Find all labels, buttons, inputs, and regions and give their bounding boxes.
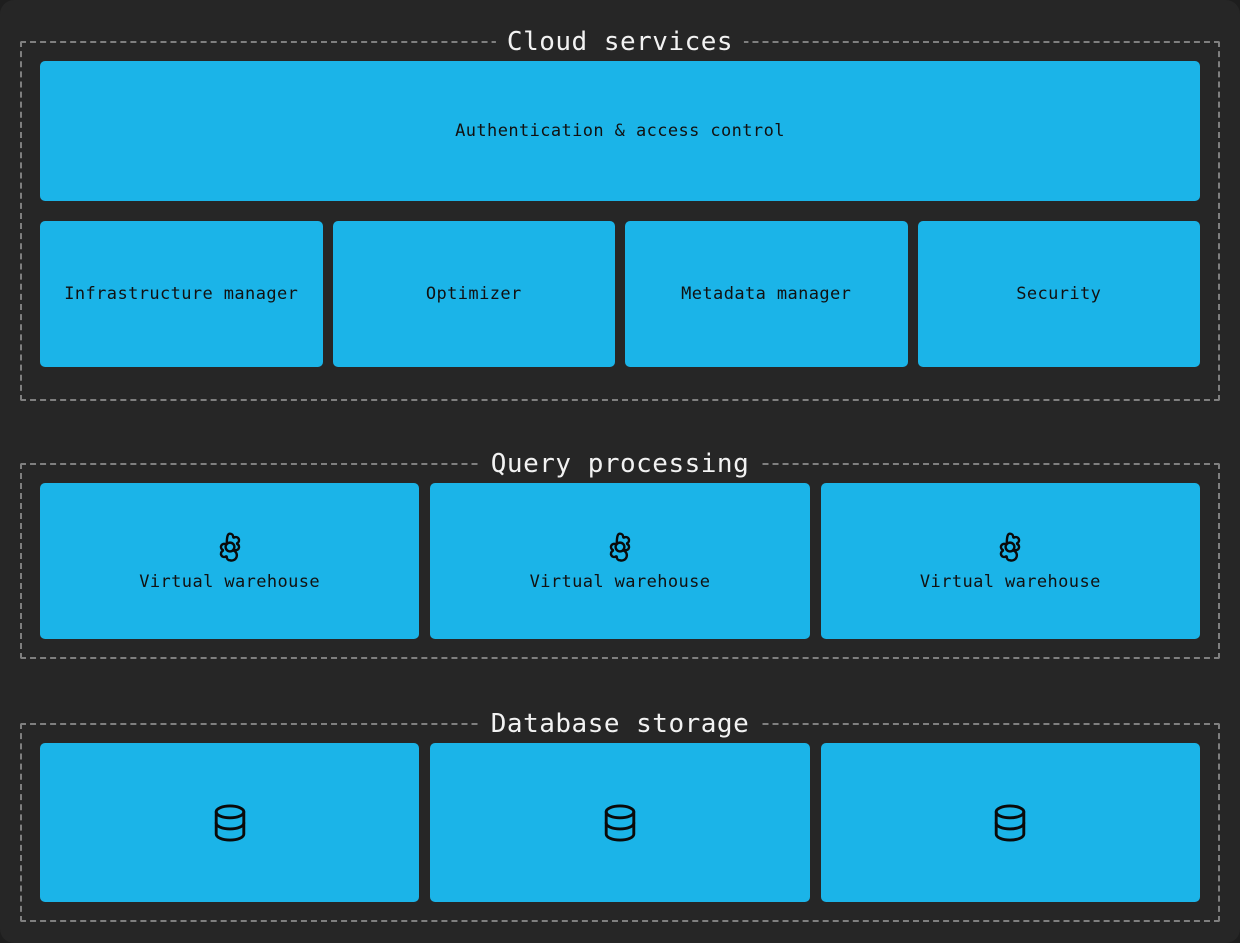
node-label: Virtual warehouse (919, 571, 1101, 592)
section-body-database-storage (22, 725, 1218, 920)
gear-icon (213, 530, 247, 564)
database-icon (987, 800, 1033, 846)
node-label: Virtual warehouse (139, 571, 321, 592)
node-database-storage-1[interactable] (40, 743, 420, 902)
node-virtual-warehouse-3[interactable]: Virtual warehouse (820, 483, 1200, 639)
section-body-cloud-services: Authentication & access control Infrastr… (22, 43, 1218, 399)
cloud-services-bottom-row: Infrastructure manager Optimizer Metadat… (40, 221, 1200, 367)
database-icon (597, 800, 643, 846)
node-database-storage-3[interactable] (820, 743, 1200, 902)
section-title-database-storage: Database storage (479, 709, 761, 739)
section-database-storage: Database storage (20, 709, 1220, 922)
node-security[interactable]: Security (917, 221, 1200, 367)
node-label: Optimizer (425, 284, 522, 304)
node-label: Authentication & access control (455, 121, 785, 141)
section-query-processing: Query processing Virtual warehouse (20, 449, 1220, 659)
database-storage-row (40, 743, 1200, 902)
gear-icon (603, 530, 637, 564)
node-label: Security (1016, 284, 1102, 304)
node-virtual-warehouse-2[interactable]: Virtual warehouse (430, 483, 810, 639)
section-body-query-processing: Virtual warehouse Virtual warehouse (22, 465, 1218, 657)
node-optimizer[interactable]: Optimizer (332, 221, 615, 367)
section-title-query-processing: Query processing (479, 449, 761, 479)
section-title-cloud-services: Cloud services (495, 27, 745, 57)
node-label: Metadata manager (681, 284, 852, 304)
node-infrastructure-manager[interactable]: Infrastructure manager (40, 221, 323, 367)
cloud-services-top-row: Authentication & access control (40, 61, 1200, 201)
node-virtual-warehouse-1[interactable]: Virtual warehouse (40, 483, 420, 639)
node-label: Virtual warehouse (529, 571, 711, 592)
gear-icon (993, 530, 1027, 564)
node-authentication-access-control[interactable]: Authentication & access control (40, 61, 1200, 201)
section-cloud-services: Cloud services Authentication & access c… (20, 27, 1220, 401)
node-database-storage-2[interactable] (430, 743, 810, 902)
node-label: Infrastructure manager (64, 284, 299, 304)
node-metadata-manager[interactable]: Metadata manager (625, 221, 908, 367)
database-icon (207, 800, 253, 846)
query-processing-row: Virtual warehouse Virtual warehouse (40, 483, 1200, 639)
